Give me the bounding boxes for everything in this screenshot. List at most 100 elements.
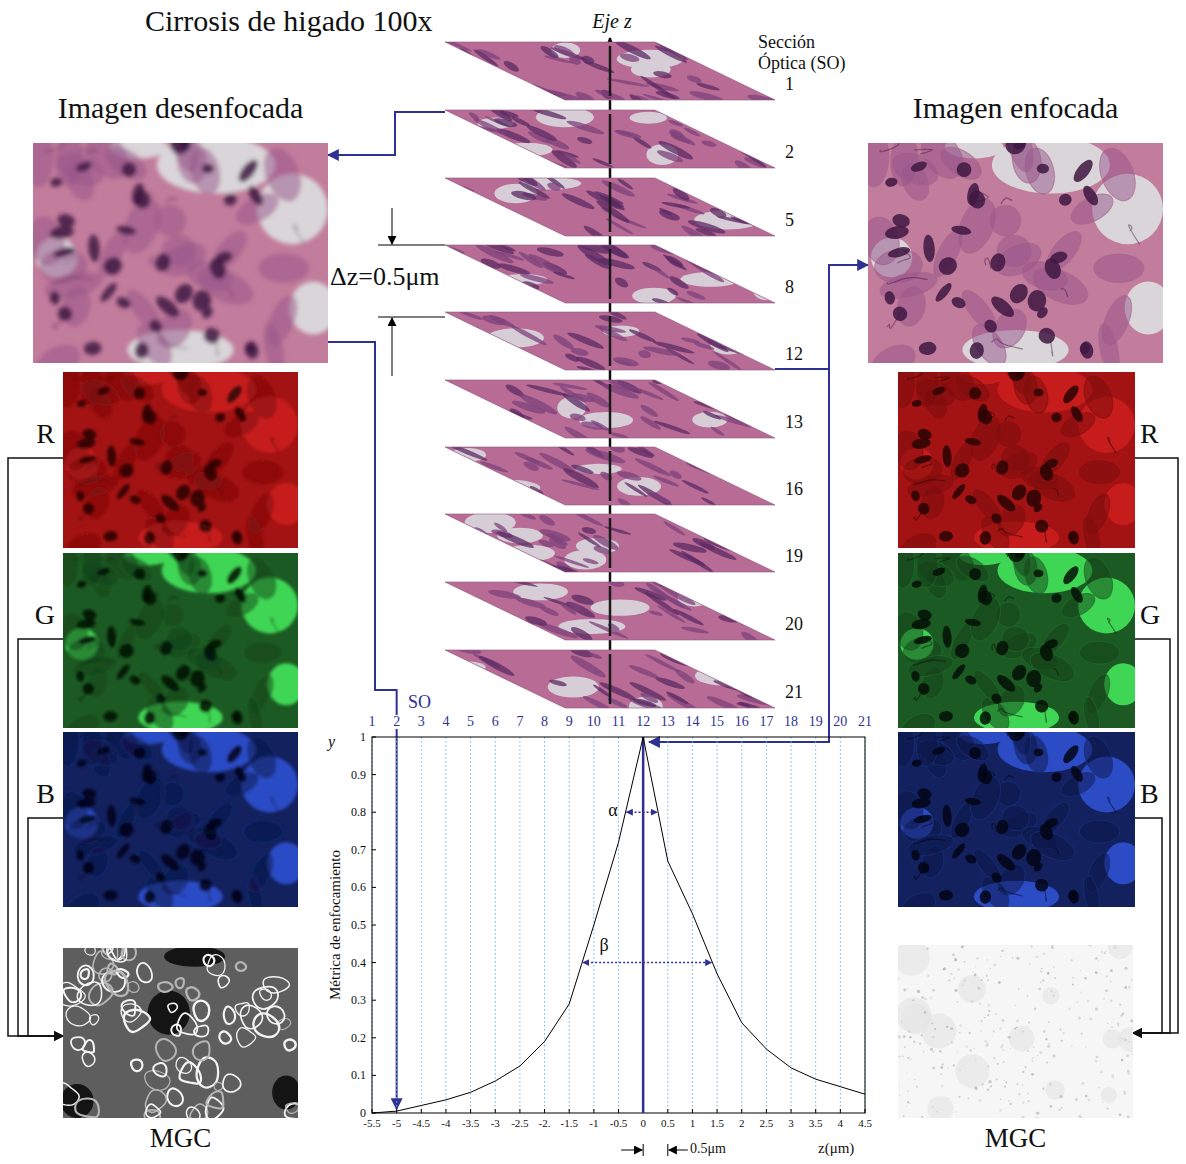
optical-section: 2 xyxy=(445,110,775,168)
figure-ellipse xyxy=(628,328,657,344)
figure-ellipse xyxy=(701,139,718,148)
figure-path xyxy=(146,1104,161,1118)
figure-ellipse xyxy=(956,162,972,178)
figure-ellipse xyxy=(33,338,86,363)
figure-ellipse xyxy=(710,425,726,437)
figure-circle xyxy=(1018,1093,1021,1096)
picture xyxy=(445,178,775,236)
figure-ellipse xyxy=(576,136,593,146)
figure-ellipse xyxy=(129,437,146,447)
figure-path xyxy=(1129,225,1140,245)
figure-circle xyxy=(953,1064,955,1066)
figure-ellipse xyxy=(481,313,507,326)
figure-path xyxy=(991,339,1023,349)
figure-ellipse xyxy=(81,501,97,517)
figure-ellipse xyxy=(455,222,484,241)
figure-ellipse xyxy=(696,331,730,354)
figure-circle xyxy=(1052,994,1054,996)
figure-ellipse xyxy=(696,308,723,328)
figure-ellipse xyxy=(1067,530,1080,546)
figure-ellipse xyxy=(201,163,214,173)
figure-ellipse xyxy=(243,461,283,484)
figure-circle xyxy=(1037,1055,1038,1056)
optical-section: 8 xyxy=(445,245,775,303)
figure-circle xyxy=(1124,1093,1126,1095)
figure-ellipse xyxy=(143,711,156,726)
figure-path xyxy=(237,1028,256,1048)
figure-circle xyxy=(1047,972,1049,974)
figure-ellipse xyxy=(711,594,728,606)
figure-ellipse xyxy=(450,326,468,337)
figure-ellipse xyxy=(935,143,987,186)
figure-circle xyxy=(1110,981,1112,983)
figure-circle xyxy=(1095,1007,1098,1010)
figure-ellipse xyxy=(48,290,61,305)
figure-ellipse xyxy=(916,501,932,517)
figure-circle xyxy=(969,1032,971,1034)
figure-circle xyxy=(1031,946,1033,948)
figure-circle xyxy=(1127,1116,1130,1118)
figure-circle xyxy=(900,1021,902,1023)
section-header: Sección Óptica (SO) xyxy=(758,32,862,73)
figure-ellipse xyxy=(755,312,792,336)
figure-circle xyxy=(1105,975,1107,977)
figure-circle xyxy=(1048,1021,1050,1023)
figure-circle xyxy=(963,985,964,986)
figure-circle xyxy=(1095,1060,1097,1062)
figure-circle xyxy=(943,967,946,970)
figure-ellipse xyxy=(910,849,920,861)
figure-circle xyxy=(959,1024,961,1026)
figure-ellipse xyxy=(443,221,470,233)
figure-line xyxy=(396,737,397,1113)
figure-circle xyxy=(907,1091,908,1092)
figure-ellipse xyxy=(616,497,633,510)
figure-ellipse xyxy=(703,190,726,202)
figure-line xyxy=(791,1109,792,1113)
figure-ellipse xyxy=(654,675,685,691)
figure-circle xyxy=(1080,992,1082,994)
figure-path xyxy=(935,558,950,562)
figure-ellipse xyxy=(189,669,206,688)
figure-ellipse xyxy=(639,414,662,431)
figure-ellipse xyxy=(491,683,508,695)
figure-polygon xyxy=(445,178,775,236)
figure-circle xyxy=(1111,1074,1114,1077)
figure-circle xyxy=(1000,956,1002,958)
figure-ellipse xyxy=(169,732,199,757)
figure-circle xyxy=(981,1020,983,1022)
figure-ellipse xyxy=(747,547,771,567)
figure-ellipse xyxy=(495,126,531,145)
figure-ellipse xyxy=(1006,372,1027,384)
figure-ellipse xyxy=(1061,564,1082,587)
figure-circle xyxy=(1118,1025,1119,1026)
figure-circle xyxy=(904,1046,906,1048)
figure-ellipse xyxy=(916,681,932,697)
figure-ellipse xyxy=(964,674,978,686)
figure-ellipse xyxy=(752,83,783,106)
figure-ellipse xyxy=(134,666,170,706)
figure-path xyxy=(260,989,272,1000)
figure-path xyxy=(997,529,1022,537)
figure-ellipse xyxy=(868,338,921,363)
figure-line xyxy=(609,384,612,434)
figure-ellipse xyxy=(662,253,688,272)
figure-circle xyxy=(932,1036,934,1038)
figure-circle xyxy=(1022,1030,1024,1032)
figure-path xyxy=(216,341,218,356)
optical-section: 20 xyxy=(445,582,775,640)
tick-label: 0.8 xyxy=(351,806,366,818)
figure-ellipse xyxy=(49,224,75,240)
figure-circle xyxy=(1009,1026,1035,1052)
figure-ellipse xyxy=(598,680,637,703)
figure-path xyxy=(169,415,178,420)
connector-arrow xyxy=(328,342,397,1109)
figure-ellipse xyxy=(705,694,743,715)
tick-label: -3.5 xyxy=(462,1118,479,1129)
section-number: 13 xyxy=(785,412,803,433)
figure-line xyxy=(421,1109,422,1113)
figure-path xyxy=(372,737,865,1113)
figure-ellipse xyxy=(753,261,769,275)
figure-polygon xyxy=(445,110,775,168)
figure-circle xyxy=(988,1065,990,1067)
figure-ellipse xyxy=(164,948,225,967)
